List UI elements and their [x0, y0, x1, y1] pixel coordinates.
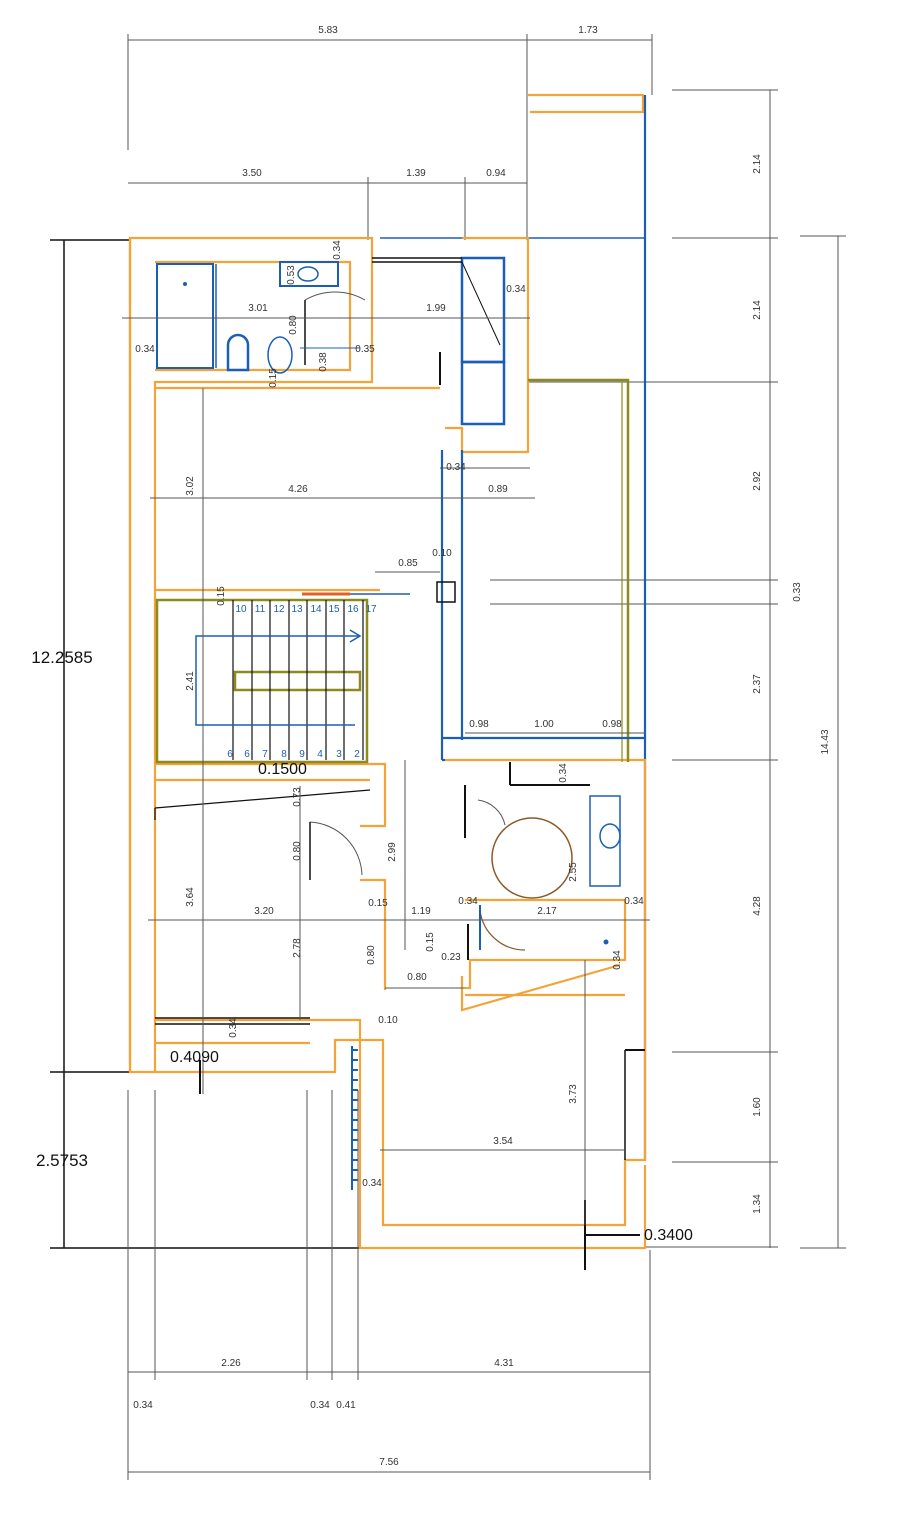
dim-bath-small-3: 0.38 — [318, 352, 329, 372]
dim-living-width: 4.26 — [288, 484, 308, 495]
staircase: 10 11 12 13 14 15 16 17 6 6 7 8 9 4 3 2 — [155, 592, 410, 764]
dim-right-6: 4.28 — [752, 896, 763, 916]
dim-bath-width: 3.01 — [248, 303, 268, 314]
dim-hall-f: 0.23 — [441, 952, 461, 963]
dim-right-4: 0.33 — [792, 582, 803, 602]
dim-right-3: 2.92 — [752, 471, 763, 491]
dim-bed-side: 0.73 — [292, 787, 303, 807]
dim-bottom-b: 2.26 — [221, 1358, 241, 1369]
dim-wc2-c: 0.34 — [624, 896, 644, 907]
dim-bottom-total: 7.56 — [379, 1457, 399, 1468]
stair-step-low-1: 6 — [227, 749, 233, 760]
dim-left-big-1: 12.2585 — [31, 648, 92, 667]
dim-bath-wall: 0.34 — [135, 344, 155, 355]
dim-bed-width: 3.20 — [254, 906, 274, 917]
dim-living-height: 3.02 — [185, 476, 196, 496]
stair-step-low-2: 6 — [244, 749, 250, 760]
dim-door-gap-a: 0.85 — [398, 558, 418, 569]
dim-bath-small-2: 0.80 — [288, 315, 299, 335]
dim-balcony-label: 0.4090 — [170, 1049, 219, 1066]
dim-stair-wall: 0.15 — [216, 586, 227, 606]
stair-step-low-4: 8 — [281, 749, 287, 760]
dim-top-row2-c: 0.94 — [486, 168, 506, 179]
dim-bottom-c: 0.34 — [310, 1400, 330, 1411]
dim-stair-height: 2.41 — [185, 671, 196, 691]
stair-step-15: 15 — [328, 604, 340, 615]
dim-hall-height: 2.99 — [387, 842, 398, 862]
dim-hall-e: 0.80 — [366, 945, 377, 965]
dim-wc2-e: 0.34 — [612, 950, 623, 970]
stair-step-14: 14 — [310, 604, 322, 615]
dim-wc2-a: 0.34 — [558, 763, 569, 783]
stair-step-11: 11 — [255, 604, 266, 615]
dim-top-row2-b: 1.39 — [406, 168, 426, 179]
dim-right-total: 14.43 — [820, 729, 831, 754]
dim-wc2-d: 2.55 — [568, 862, 579, 882]
outer-walls — [128, 93, 647, 1250]
dim-right-room-a: 0.98 — [469, 719, 489, 730]
dim-room-b-label: 0.3400 — [644, 1227, 693, 1244]
dim-top-row2-a: 3.50 — [242, 168, 262, 179]
stair-step-17: 17 — [365, 604, 377, 615]
stair-step-13: 13 — [291, 604, 303, 615]
dim-bed-wall: 0.34 — [228, 1018, 239, 1038]
dim-right-8: 1.34 — [752, 1194, 763, 1214]
dim-bottom-d: 0.41 — [336, 1400, 356, 1411]
dim-right-5: 2.37 — [752, 674, 763, 694]
stair-step-10: 10 — [235, 604, 247, 615]
interior-dim-lines — [122, 317, 650, 1225]
dim-corr-top: 1.99 — [426, 303, 446, 314]
radiator — [351, 1046, 358, 1190]
dim-room-b-height: 3.73 — [568, 1084, 579, 1104]
dim-corr-wall: 0.34 — [506, 284, 526, 295]
interior-dims: 3.01 0.34 0.53 0.80 0.38 0.15 0.35 0.34 … — [135, 240, 693, 1244]
stair-step-low-7: 3 — [336, 749, 342, 760]
blue-walls — [380, 237, 645, 762]
dim-wc2-wall: 0.34 — [458, 896, 478, 907]
left-dimensions — [50, 239, 360, 1249]
dim-hall-c: 1.19 — [411, 906, 431, 917]
dim-bath-small-5: 0.35 — [355, 344, 375, 355]
dim-bed-height: 3.64 — [185, 887, 196, 907]
right-dimensions — [490, 89, 846, 1249]
dim-living-wall: 0.34 — [446, 462, 466, 473]
dim-bed-inner: 2.78 — [292, 938, 303, 958]
dim-hall-a: 0.80 — [292, 841, 303, 861]
stair-step-low-5: 9 — [299, 749, 305, 760]
dim-right-room-b: 1.00 — [534, 719, 554, 730]
stair-step-16: 16 — [347, 604, 359, 615]
dim-right-7: 1.60 — [752, 1097, 763, 1117]
dim-bottom-e: 4.31 — [494, 1358, 514, 1369]
dim-top-right: 1.73 — [578, 25, 598, 36]
dim-top-overall: 5.83 — [318, 25, 338, 36]
dim-bath-small-1: 0.53 — [286, 265, 297, 285]
dim-bottom-a: 0.34 — [133, 1400, 153, 1411]
dim-left-big-2: 2.5753 — [36, 1151, 88, 1170]
dim-right-1: 2.14 — [752, 154, 763, 174]
dim-bath-small-4: 0.15 — [268, 368, 279, 388]
dim-room-b-wall: 0.34 — [362, 1178, 382, 1189]
dim-hall-g: 0.10 — [378, 1015, 398, 1026]
dim-bath-top-wall: 0.34 — [332, 240, 343, 260]
stair-step-12: 12 — [273, 604, 285, 615]
stair-step-low-8: 2 — [354, 749, 360, 760]
dim-living-side: 0.89 — [488, 484, 508, 495]
dim-door-gap-b: 0.10 — [432, 548, 452, 559]
stair-step-low-6: 4 — [317, 749, 323, 760]
dim-right-2: 2.14 — [752, 300, 763, 320]
dim-wc2-b: 2.17 — [537, 906, 557, 917]
dim-hall-d: 0.15 — [425, 932, 436, 952]
dim-right-room-c: 0.98 — [602, 719, 622, 730]
dim-hall-b: 0.15 — [368, 898, 388, 909]
stair-step-low-3: 7 — [262, 749, 268, 760]
dim-room-b-width: 3.54 — [493, 1136, 513, 1147]
dim-stair-label: 0.1500 — [258, 761, 307, 778]
top-dimensions — [127, 34, 653, 240]
bathroom-fixtures — [156, 261, 366, 374]
dim-hall-h: 0.80 — [407, 972, 427, 983]
bottom-dimensions — [127, 1090, 651, 1480]
